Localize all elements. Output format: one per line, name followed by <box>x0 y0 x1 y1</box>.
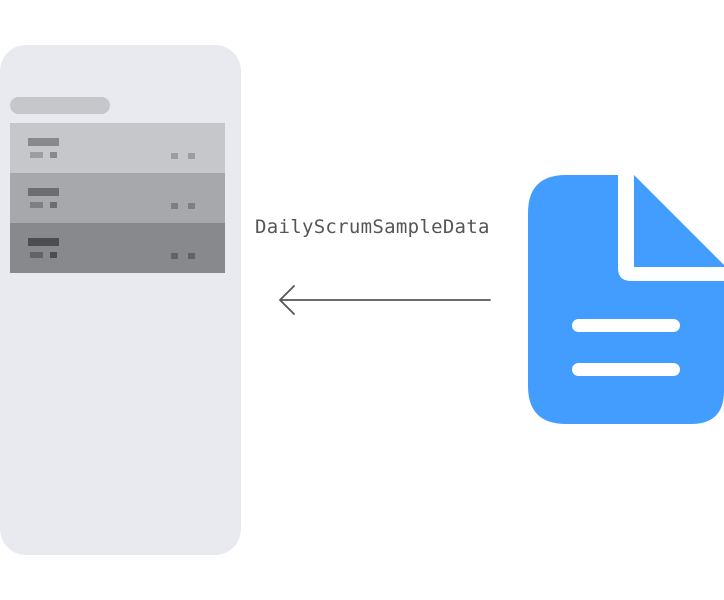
row-subtitle-placeholder <box>30 202 43 208</box>
nav-bar-placeholder <box>10 97 110 114</box>
arrow-left-icon <box>279 285 491 315</box>
row-title-placeholder <box>28 138 59 146</box>
diagram-label: DailyScrumSampleData <box>255 216 490 238</box>
row-subtitle-placeholder <box>30 252 43 258</box>
row-subtitle-placeholder <box>50 152 57 158</box>
row-indicator-placeholder <box>188 253 195 259</box>
row-title-placeholder <box>28 188 59 196</box>
row-indicator-placeholder <box>171 253 178 259</box>
list-row <box>10 123 225 173</box>
document-icon <box>528 175 724 424</box>
list-row <box>10 173 225 223</box>
row-title-placeholder <box>28 238 59 246</box>
row-subtitle-placeholder <box>30 152 43 158</box>
row-indicator-placeholder <box>171 203 178 209</box>
phone-mockup <box>0 45 241 555</box>
row-indicator-placeholder <box>188 203 195 209</box>
row-subtitle-placeholder <box>50 202 57 208</box>
row-indicator-placeholder <box>188 153 195 159</box>
list-rows <box>10 123 225 273</box>
row-indicator-placeholder <box>171 153 178 159</box>
row-subtitle-placeholder <box>50 252 57 258</box>
list-row <box>10 223 225 273</box>
